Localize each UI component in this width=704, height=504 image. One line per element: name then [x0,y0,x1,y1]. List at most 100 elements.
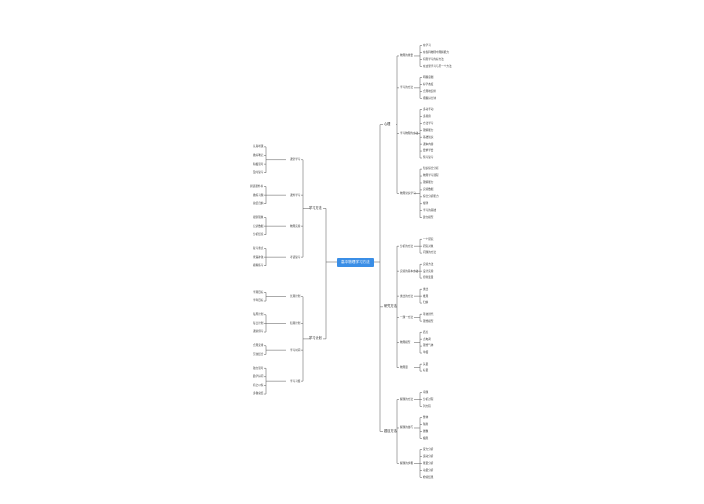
node-leaf[interactable]: 理解能力 [423,128,434,132]
node-subbranch[interactable]: 类比的方法 [400,294,413,298]
node-leaf[interactable]: 分析结论 [253,233,264,237]
node-leaf[interactable]: 劳逸结合 [253,352,264,356]
node-leaf[interactable]: 有限学习的好方法 [423,57,444,61]
node-branch[interactable]: 题目方法 [384,428,397,433]
node-leaf[interactable]: 认真听课 [253,145,264,149]
node-leaf[interactable]: 受力分析 [423,447,434,451]
node-leaf[interactable]: 查漏补缺 [253,255,264,259]
node-subbranch[interactable]: 物理量 [400,366,408,369]
node-subbranch[interactable]: 分析的方法 [400,244,413,248]
node-leaf[interactable]: 图像 [423,429,429,433]
node-subbranch[interactable]: 课外学习 [290,193,301,197]
node-leaf[interactable]: 点电荷 [423,337,431,341]
node-subbranch[interactable]: 学习的方法 [400,86,413,90]
node-subbranch[interactable]: 物理常识学习 [400,191,416,195]
node-leaf[interactable]: 课本内容 [423,142,434,146]
node-leaf[interactable]: 综合分析能力 [423,195,439,199]
node-leaf[interactable]: 要求学会 [423,149,434,153]
node-subbranch[interactable]: 解题的技巧 [400,426,413,430]
node-leaf[interactable]: 单摆 [423,351,429,355]
node-subbranch[interactable]: 学习时间 [290,348,301,352]
node-leaf[interactable]: 总结归纳 [253,202,264,206]
node-leaf[interactable]: 学期目标 [253,290,264,294]
node-leaf[interactable]: 积极思考 [253,162,264,166]
node-leaf[interactable]: 理解能力 [423,181,434,185]
node-leaf[interactable]: 建立模型 [423,216,434,220]
node-leaf[interactable]: 物理学习课程 [423,174,439,178]
node-leaf[interactable]: 一个研究 [423,237,434,241]
node-subbranch[interactable]: 学习习惯 [290,379,301,383]
node-leaf[interactable]: 在各科物理中理解能力 [423,50,449,54]
node-leaf[interactable]: 控制变量 [423,276,434,280]
node-leaf[interactable]: 能量分析 [423,461,434,465]
node-leaf[interactable]: 问题的方法 [423,251,436,255]
node-leaf[interactable]: 理想模型 [423,319,434,323]
node-leaf[interactable]: 方法学习 [423,121,434,125]
node-leaf[interactable]: 整体 [423,415,429,419]
node-leaf[interactable]: 做好笔记 [253,153,264,157]
node-leaf[interactable]: 预习复习 [423,156,434,160]
node-leaf[interactable]: 合理安排 [253,344,264,348]
node-leaf[interactable]: 标量 [423,369,429,373]
node-leaf[interactable]: 做练习题 [253,193,264,197]
node-subbranch[interactable]: 物理模型 [400,341,411,345]
node-subbranch[interactable]: 课堂学习 [290,158,301,162]
node-branch[interactable]: 心理 [384,122,391,127]
node-subbranch[interactable]: 考试复习 [290,255,301,259]
node-leaf[interactable]: 每日计划 [253,321,264,325]
node-leaf[interactable]: 等效替代 [423,312,434,316]
node-leaf[interactable]: 好学态度 [423,82,434,86]
node-leaf[interactable]: 规律 [423,202,429,206]
node-leaf[interactable]: 审题 [423,390,429,394]
node-leaf[interactable]: 复习重点 [253,246,264,250]
node-subbranch[interactable]: 实验的基本方法 [400,269,419,273]
root-node[interactable]: 高中物理学习方法 [337,258,374,267]
node-leaf[interactable]: 归纳 [423,301,429,305]
node-leaf[interactable]: 持之以恒 [253,383,264,387]
node-subbranch[interactable]: 物理实验 [290,224,301,228]
node-leaf[interactable]: 勤学好问 [253,375,264,379]
node-subbranch[interactable]: 解题的方法 [400,397,413,401]
node-leaf[interactable]: 观察现象 [253,215,264,219]
node-leaf[interactable]: 合理地安排 [423,89,436,93]
node-subbranch[interactable]: 短期计划 [290,321,301,325]
node-leaf[interactable]: 学习的基础 [423,209,436,213]
node-subbranch[interactable]: 一题一方法 [400,316,413,320]
node-leaf[interactable]: 极限 [423,436,429,440]
node-leaf[interactable]: 知识综合分析 [423,167,439,171]
node-leaf[interactable]: 把握好分钟 [423,96,436,100]
node-leaf[interactable]: 研究对象 [423,244,434,248]
node-leaf[interactable]: 设计实验 [423,269,434,273]
node-subbranch[interactable]: 解题的步骤 [400,461,413,465]
node-leaf[interactable]: 实验数据 [423,188,434,192]
node-leaf[interactable]: 在学习 [423,43,431,47]
node-leaf[interactable]: 在这里学习与另一个方法 [423,64,452,68]
node-leaf[interactable]: 基础知识 [423,135,434,139]
node-leaf[interactable]: 及时复习 [253,171,264,175]
node-branch[interactable]: 学习方法 [309,205,322,210]
node-leaf[interactable]: 分析过程 [423,397,434,401]
node-leaf[interactable]: 列方程 [423,404,431,408]
node-leaf[interactable]: 记录数据 [253,224,264,228]
node-subbranch[interactable]: 长期计划 [290,295,301,299]
node-subbranch[interactable]: 学习物理的方法 [400,132,419,136]
node-leaf[interactable]: 明确意图 [423,75,434,79]
node-leaf[interactable]: 推理 [423,294,429,298]
node-branch[interactable]: 学习计划 [309,336,322,341]
node-leaf[interactable]: 独立思考 [253,366,264,370]
node-leaf[interactable]: 多动手动 [423,107,434,111]
node-leaf[interactable]: 学年目标 [253,299,264,303]
node-leaf[interactable]: 多做总结 [253,392,264,396]
node-leaf[interactable]: 课前预习 [253,330,264,334]
node-leaf[interactable]: 隔离 [423,422,429,426]
node-leaf[interactable]: 每周计划 [253,313,264,317]
node-branch[interactable]: 研究方法 [384,304,397,309]
node-leaf[interactable]: 理想气体 [423,344,434,348]
node-leaf[interactable]: 质点 [423,330,429,334]
node-leaf[interactable]: 类比 [423,287,429,291]
node-leaf[interactable]: 阅读课外书 [250,184,263,188]
node-leaf[interactable]: 矢量 [423,362,429,366]
node-leaf[interactable]: 模拟练习 [253,264,264,268]
node-leaf[interactable]: 动量分析 [423,468,434,472]
node-leaf[interactable]: 运动分析 [423,454,434,458]
